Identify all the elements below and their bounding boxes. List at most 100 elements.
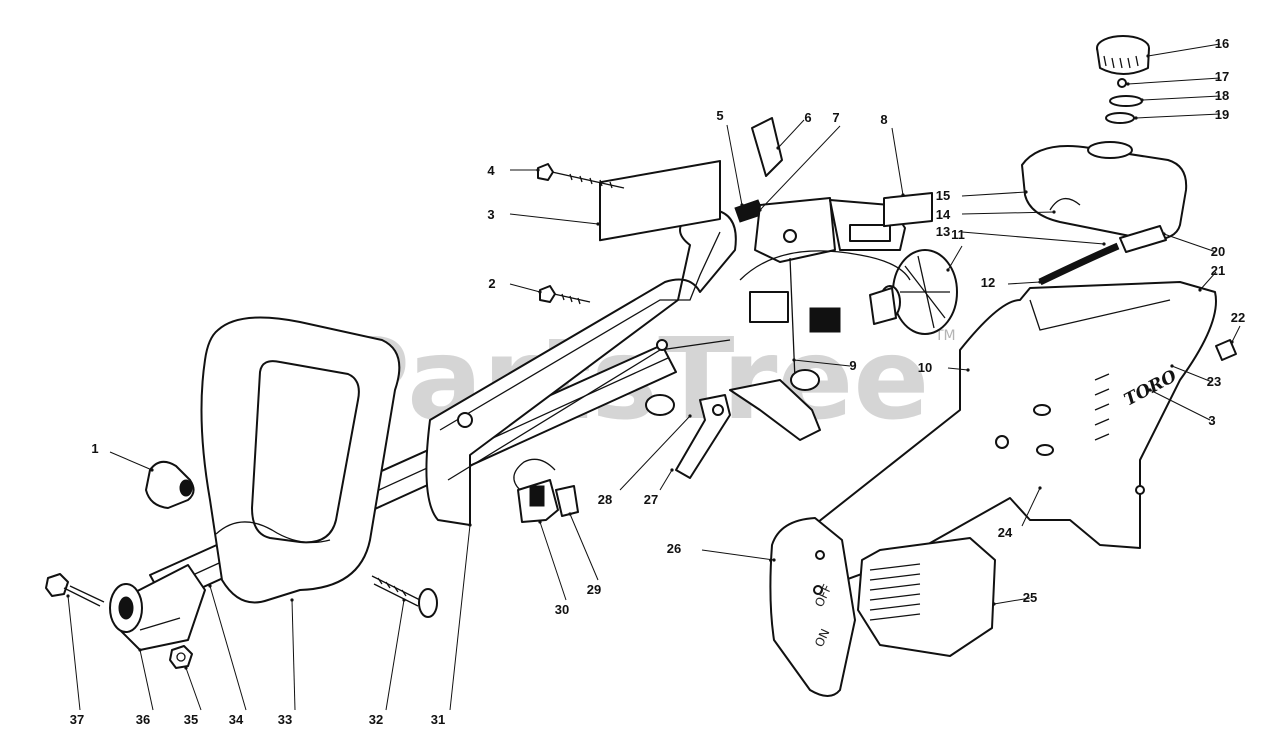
leader-line-c15 (961, 191, 1027, 197)
long-screw (537, 163, 625, 189)
leader-arrow-c28 (688, 414, 692, 418)
leader-arrow-c5 (740, 203, 744, 207)
leader-line-c7 (759, 125, 841, 211)
callout-label-c10: 10 (918, 360, 932, 375)
callout-label-c8: 8 (880, 112, 887, 127)
leader-arrow-c21 (1198, 288, 1202, 292)
leader-arrow-c32 (402, 598, 406, 602)
leader-arrow-c30 (538, 520, 542, 524)
throttle-trigger (751, 117, 783, 177)
leader-arrow-c3a (596, 222, 600, 226)
leader-line-c17 (1127, 77, 1221, 85)
callout-label-c11: 11 (951, 227, 965, 242)
leader-arrow-c16 (1146, 54, 1150, 58)
leader-arrow-c19 (1134, 116, 1138, 120)
leader-line-c22 (1231, 325, 1241, 343)
fuel-line (1038, 242, 1120, 286)
callout-label-c7: 7 (832, 110, 839, 125)
stop-switch (513, 458, 559, 523)
switch-plate (555, 485, 579, 517)
callout-label-c34: 34 (229, 712, 244, 727)
leader-line-c18 (1141, 95, 1221, 101)
callout-label-c13: 13 (936, 224, 950, 239)
callout-label-c29: 29 (587, 582, 601, 597)
leader-arrow-c22 (1230, 340, 1234, 344)
leader-arrow-c23 (1170, 364, 1174, 368)
leader-arrow-c11 (946, 268, 950, 272)
clamp-bolt (45, 573, 105, 607)
leader-line-c16 (1147, 43, 1221, 57)
callout-label-c12: 12 (981, 275, 995, 290)
fuel-filter (1119, 225, 1167, 253)
leader-line-c23 (1171, 365, 1213, 383)
leader-arrow-c27 (670, 468, 674, 472)
leader-arrow-c31 (468, 523, 472, 527)
right-housing-half (769, 281, 1217, 601)
callout-label-c15: 15 (936, 188, 950, 203)
loop-handle (200, 316, 401, 604)
air-filter-cover (857, 537, 996, 657)
gasket-left (599, 160, 721, 242)
clamp-nut (169, 645, 193, 669)
callout-label-c9: 9 (849, 358, 856, 373)
fuel-cap (1096, 35, 1150, 75)
callout-label-c16: 16 (1215, 36, 1229, 51)
leader-line-c19 (1135, 113, 1221, 119)
leader-line-c3a (509, 213, 599, 225)
leader-arrow-c25 (992, 602, 996, 606)
callout-label-c3b: 3 (1208, 413, 1215, 428)
leader-line-c8 (891, 127, 904, 196)
leader-line-c10 (947, 367, 969, 371)
leader-line-c36 (139, 649, 154, 711)
leader-arrow-c3b (1148, 388, 1152, 392)
leader-line-c29 (569, 513, 599, 581)
leader-arrow-c2 (538, 290, 542, 294)
callout-label-c28: 28 (598, 492, 612, 507)
internal-wiring (739, 250, 911, 381)
leader-line-c30 (539, 521, 567, 601)
leader-arrow-c26 (772, 558, 776, 562)
flywheel-assembly (869, 249, 958, 335)
callout-label-c31: 31 (431, 712, 445, 727)
callout-label-c35: 35 (184, 712, 198, 727)
leader-arrow-c14 (1052, 210, 1056, 214)
cap-gasket (1105, 112, 1135, 124)
leader-arrow-c9 (792, 358, 796, 362)
fuel-tank (1021, 141, 1188, 241)
leader-arrow-c37 (66, 594, 70, 598)
leader-line-c24 (1021, 487, 1041, 527)
callout-label-c32: 32 (369, 712, 383, 727)
leader-arrow-c10 (966, 368, 970, 372)
short-screw (539, 285, 591, 305)
leader-arrow-c8 (901, 193, 905, 197)
callout-label-c22: 22 (1231, 310, 1245, 325)
leader-arrow-c4 (536, 168, 540, 172)
callout-label-c23: 23 (1207, 374, 1221, 389)
callout-label-c25: 25 (1023, 590, 1037, 605)
leader-line-c9 (793, 359, 851, 367)
callout-label-c36: 36 (136, 712, 150, 727)
tube-clamp (109, 564, 206, 651)
callout-label-c20: 20 (1211, 244, 1225, 259)
handle-bolt (371, 575, 438, 618)
leader-arrow-c7 (758, 208, 762, 212)
leader-line-c1 (109, 451, 153, 471)
callout-label-c19: 19 (1215, 107, 1229, 122)
leader-line-c37 (67, 595, 81, 711)
switch-cover (769, 517, 856, 697)
leader-line-c14 (961, 211, 1055, 215)
handle-knob (145, 460, 195, 509)
leader-line-c26 (701, 549, 775, 561)
leader-line-c21 (1199, 271, 1217, 291)
housing-grommet (1215, 339, 1237, 361)
lower-bracket (645, 369, 821, 441)
cap-washer (1109, 95, 1143, 107)
watermark-trademark: TM (934, 328, 956, 344)
leader-line-c20 (1163, 233, 1217, 253)
cap-vent (1117, 78, 1127, 88)
callout-label-c6: 6 (804, 110, 811, 125)
leader-arrow-c34 (208, 584, 212, 588)
leader-line-c27 (659, 469, 673, 491)
leader-arrow-c35 (184, 666, 188, 670)
